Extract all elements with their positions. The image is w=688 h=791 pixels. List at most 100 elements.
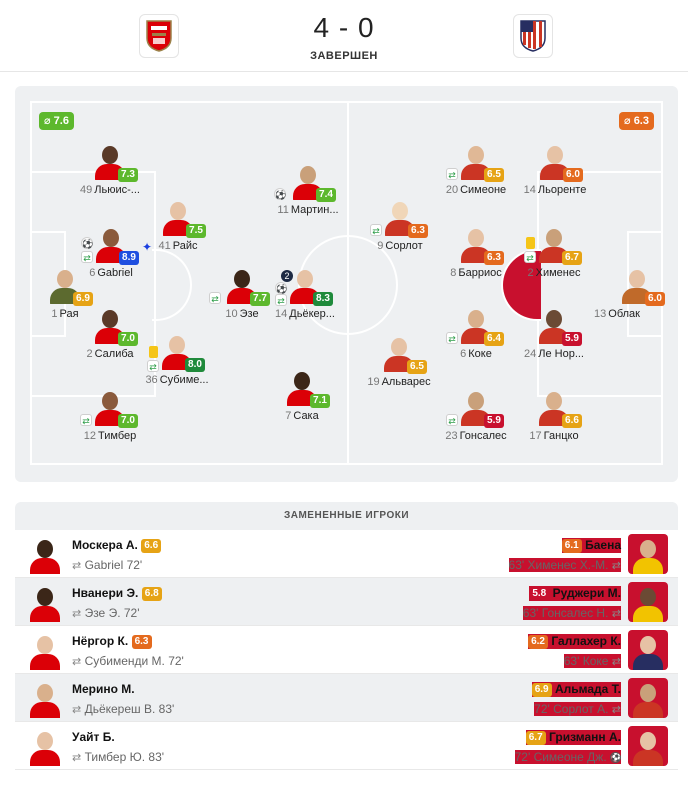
player-photo[interactable] (25, 726, 65, 766)
goal-icon: ⚽ (610, 752, 621, 763)
player-photo (536, 223, 572, 263)
player-photo (92, 140, 128, 180)
substitute-name[interactable]: 6.1 Баена (561, 538, 621, 553)
substitution-info: 63' Коке ⇄ (563, 654, 621, 668)
substitution-icon: ⇄ (611, 656, 621, 668)
home-average-rating: ⌀ 7.6 (39, 112, 74, 130)
substitution-icon: ⇄ (72, 656, 82, 668)
player-rating: 5.9 (484, 414, 504, 428)
substitution-info: ⇄ Тимбер Ю. 83' (72, 750, 165, 764)
substitution-icon: ⇄ (275, 294, 287, 306)
player-photo (93, 223, 129, 263)
substitute-name[interactable]: Нёргор К. 6.3 (72, 634, 152, 649)
player-rating: 6.3 (408, 224, 428, 238)
assist-icon: ✦ (141, 240, 153, 254)
substitution-icon: ⇄ (446, 168, 458, 180)
substitution-icon: ⇄ (72, 560, 82, 572)
player-photo[interactable] (25, 678, 65, 718)
player-photo (458, 140, 494, 180)
substitution-icon: ⇄ (72, 752, 82, 764)
substitute-name[interactable]: 5.8 Руджери М. (529, 586, 621, 601)
goals-count-badge: 2 (281, 270, 293, 282)
player-rating: 7.0 (118, 414, 138, 428)
player-rating: 6.8 (141, 587, 162, 601)
player-rating: 6.6 (141, 539, 162, 553)
substitution-icon: ⇄ (370, 224, 382, 236)
match-score: 4 - 0 (313, 12, 375, 43)
player-photo[interactable] (628, 726, 668, 766)
substitute-name[interactable]: Мерино М. (72, 682, 135, 696)
player-photo (458, 386, 494, 426)
player-photo (159, 330, 195, 370)
arsenal-crest-icon[interactable] (139, 14, 179, 58)
substitute-name[interactable]: Нванери Э. 6.8 (72, 586, 162, 601)
player-rating: 7.5 (186, 224, 206, 238)
player-rating: 6.7 (525, 731, 546, 745)
substitution-icon: ⇄ (81, 251, 93, 263)
player-photo[interactable] (628, 678, 668, 718)
substitute-name[interactable]: Москера А. 6.6 (72, 538, 162, 553)
player-photo[interactable] (25, 630, 65, 670)
player-photo[interactable] (628, 630, 668, 670)
player-rating: 6.3 (131, 635, 152, 649)
player-rating: 8.9 (119, 251, 139, 265)
substitution-icon: ⇄ (611, 704, 621, 716)
player-photo (92, 386, 128, 426)
substitution-info: 72' Сорлот А. ⇄ (534, 702, 621, 716)
atletico-crest-icon[interactable] (513, 14, 553, 58)
player-photo (619, 264, 655, 304)
player-photo (382, 196, 418, 236)
player-photo (290, 160, 326, 200)
player-photo (224, 264, 260, 304)
player-rating: 7.4 (316, 188, 336, 202)
player-rating: 6.9 (531, 683, 552, 697)
player-photo[interactable] (628, 534, 668, 574)
player-photo[interactable] (25, 534, 65, 574)
player-rating: 5.9 (562, 332, 582, 346)
player-photo (284, 366, 320, 406)
substitute-name[interactable]: 6.9 Альмада Т. (531, 682, 621, 697)
player-photo[interactable] (628, 582, 668, 622)
player-rating: 6.5 (484, 168, 504, 182)
substitute-name[interactable]: Уайт Б. (72, 730, 115, 744)
player-rating: 6.7 (562, 251, 582, 265)
player-photo[interactable] (25, 582, 65, 622)
yellow-card-icon (526, 237, 535, 249)
player-photo (287, 264, 323, 304)
substitute-name[interactable]: 6.2 Галлахер К. (528, 634, 621, 649)
substitute-name[interactable]: 6.7 Гризманн А. (525, 730, 621, 745)
